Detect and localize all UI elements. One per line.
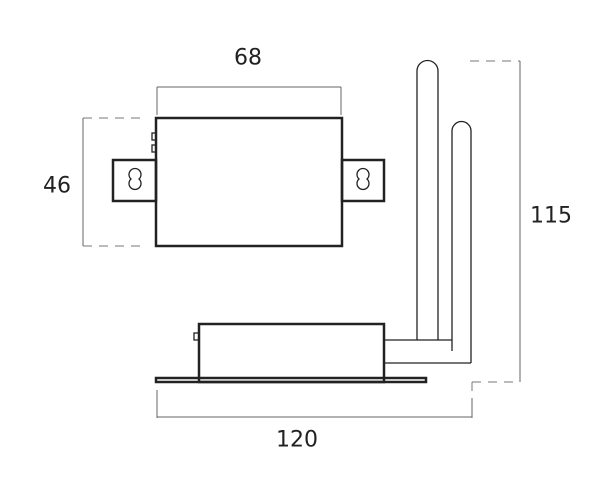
side-view	[154, 59, 472, 384]
cable-loop-1	[416, 59, 439, 340]
keyhole-left-icon	[128, 167, 142, 191]
device-body-side	[197, 322, 386, 384]
total-height-dimension	[470, 60, 521, 394]
connector-pin	[193, 332, 200, 341]
connector-pin	[151, 132, 157, 141]
top-view	[111, 116, 386, 248]
width-dimension	[156, 86, 342, 115]
keyhole-right-icon	[356, 167, 370, 191]
length-label: 120	[276, 427, 318, 453]
connector-pin	[151, 144, 157, 153]
cable-lines	[384, 339, 471, 364]
total-height-label: 115	[530, 203, 572, 229]
left-mounting-tab	[111, 158, 158, 203]
right-mounting-tab	[340, 158, 386, 203]
length-dimension	[156, 390, 473, 418]
width-label: 68	[234, 45, 262, 71]
height-dimension	[82, 117, 145, 247]
device-body-top	[154, 116, 344, 248]
height-label: 46	[43, 173, 71, 199]
cable-loop-2	[451, 120, 472, 363]
